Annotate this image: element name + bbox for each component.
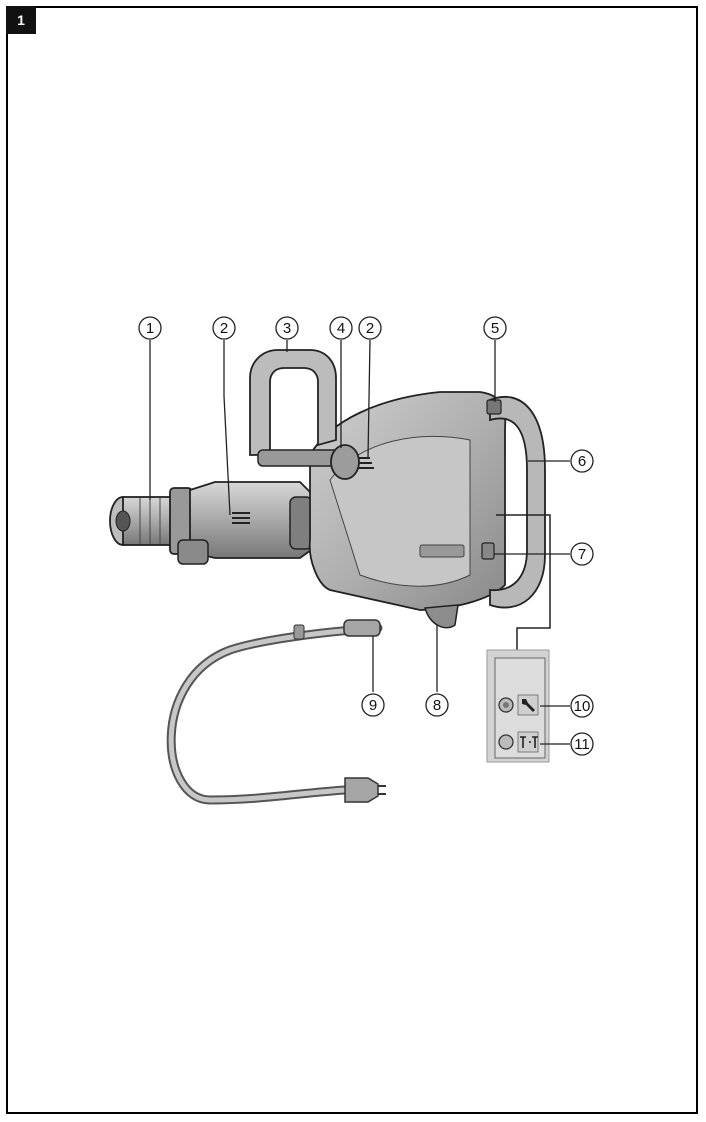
svg-text:10: 10 <box>574 698 591 715</box>
svg-text:4: 4 <box>337 320 345 337</box>
callout-6: 6 <box>570 449 594 473</box>
power-cord <box>166 619 386 805</box>
indicator-window <box>481 542 495 560</box>
callout-2-top: 2 <box>358 316 382 340</box>
handle-grip-knob <box>330 444 360 480</box>
indicator-panel-detail <box>486 514 551 763</box>
gear-housing <box>177 481 319 565</box>
motor-housing <box>308 391 507 629</box>
side-handle <box>249 349 360 480</box>
callout-2-front: 2 <box>212 316 236 340</box>
theft-protection-indicator-light <box>498 734 514 750</box>
air-vents-front <box>232 512 250 524</box>
callout-10: 10 <box>570 694 594 718</box>
svg-text:9: 9 <box>369 697 377 714</box>
figure-number-badge: 1 <box>6 6 36 34</box>
leader-lines <box>149 339 570 745</box>
page-frame <box>6 6 698 1114</box>
callout-4: 4 <box>329 316 353 340</box>
callout-3: 3 <box>275 316 299 340</box>
wrench-icon <box>517 694 539 716</box>
callout-1: 1 <box>138 316 162 340</box>
svg-text:8: 8 <box>433 697 441 714</box>
rear-handle <box>481 395 546 609</box>
callout-11: 11 <box>570 732 594 756</box>
svg-text:7: 7 <box>578 546 586 563</box>
svg-text:2: 2 <box>220 320 228 337</box>
theft-protection-icon <box>517 731 539 753</box>
svg-text:1: 1 <box>146 320 154 337</box>
svg-text:6: 6 <box>578 453 586 470</box>
callout-7: 7 <box>570 542 594 566</box>
callout-9: 9 <box>361 693 385 717</box>
svg-text:2: 2 <box>366 320 374 337</box>
svg-text:11: 11 <box>574 736 590 753</box>
on-off-switch <box>486 399 502 415</box>
svg-text:5: 5 <box>491 320 499 337</box>
svg-text:3: 3 <box>283 320 291 337</box>
callout-5: 5 <box>483 316 507 340</box>
callout-8: 8 <box>425 693 449 717</box>
